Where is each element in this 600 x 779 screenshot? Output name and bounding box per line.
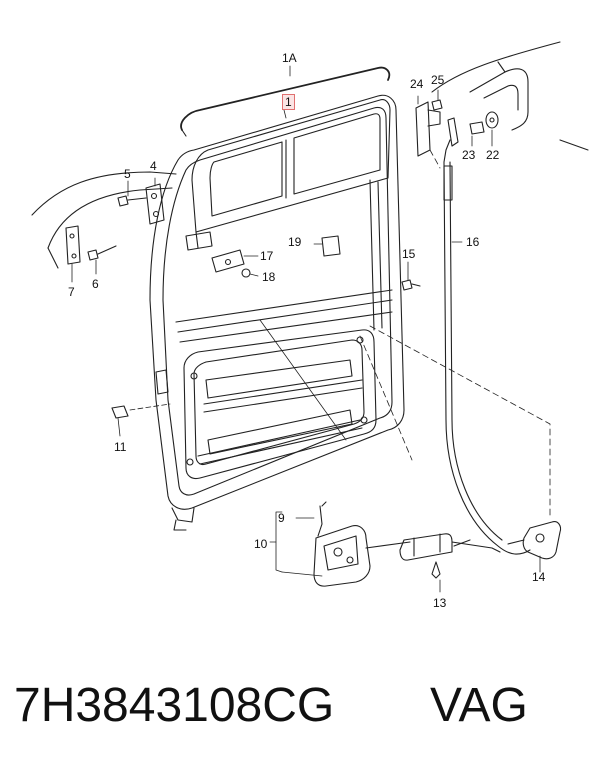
callout-1: 1: [282, 94, 295, 110]
rear-lock-14: [507, 521, 562, 573]
vehicle-body-left-outline: [31, 171, 177, 269]
callout-1A: 1A: [282, 51, 297, 65]
screw-15: [401, 261, 421, 291]
part-number: 7H3843108CG: [14, 679, 335, 732]
callout-22: 22: [486, 148, 500, 162]
handle-linkage-13: [399, 533, 501, 593]
callout-25: 25: [431, 73, 445, 87]
pin-6: [87, 245, 117, 275]
bracket-10: [275, 511, 283, 573]
bracket-24: [415, 95, 441, 157]
bracket-19: [313, 235, 341, 257]
callout-7: 7: [68, 285, 75, 299]
callout-15: 15: [402, 247, 416, 261]
washer-22: [485, 111, 499, 147]
sliding-door-panel: [149, 94, 405, 531]
callout-6: 6: [92, 277, 99, 291]
bracket-7: [65, 225, 81, 283]
callout-19: 19: [288, 235, 302, 249]
screw-18: [241, 268, 259, 278]
callout-9: 9: [278, 511, 285, 525]
callout-14: 14: [532, 570, 546, 584]
callout-4: 4: [150, 159, 157, 173]
callout-13: 13: [433, 596, 447, 610]
window-seal-1A: [180, 66, 391, 131]
cable-16: [443, 117, 531, 555]
callout-11: 11: [114, 440, 127, 454]
screw-25: [431, 89, 443, 111]
callout-10: 10: [254, 537, 268, 551]
callout-16: 16: [466, 235, 480, 249]
vehicle-body-right-outline: [431, 41, 589, 151]
callout-17: 17: [260, 249, 274, 263]
callout-24: 24: [410, 77, 424, 91]
parts-diagram: [31, 41, 589, 593]
brand-label: VAG: [430, 679, 528, 732]
callout-5: 5: [124, 167, 131, 181]
screw-11: [111, 403, 171, 437]
callout-23: 23: [462, 148, 476, 162]
callout-18: 18: [262, 270, 276, 284]
fastener-23: [469, 121, 485, 147]
door-lock-10: [313, 501, 411, 587]
bracket-4: [145, 177, 165, 225]
clip-17: [211, 249, 259, 273]
reference-lines: [359, 149, 551, 519]
screw-5: [117, 180, 147, 207]
